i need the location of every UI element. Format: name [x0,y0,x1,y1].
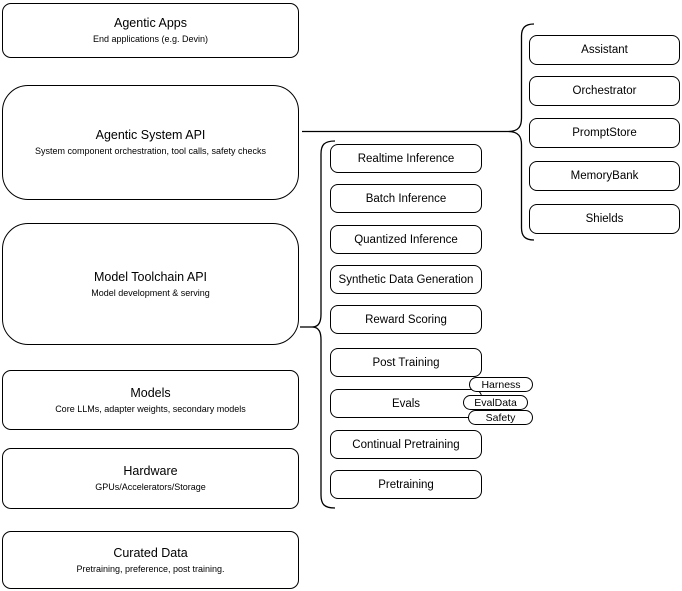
node-subtitle: GPUs/Accelerators/Storage [95,482,206,492]
node-title: Hardware [123,464,178,478]
node-pretraining: Pretraining [330,470,482,499]
toolchain-bracket [311,140,336,509]
node-assistant: Assistant [529,35,680,65]
tag-evaldata: EvalData [463,395,528,410]
node-title: Agentic System API [95,128,206,142]
node-reward-scoring: Reward Scoring [330,305,482,334]
node-memorybank: MemoryBank [529,161,680,191]
node-evals: Evals [330,389,482,418]
node-models: Models Core LLMs, adapter weights, secon… [2,370,299,430]
node-orchestrator: Orchestrator [529,76,680,106]
node-promptstore: PromptStore [529,118,680,148]
tag-safety: Safety [468,410,533,425]
node-curated-data: Curated Data Pretraining, preference, po… [2,531,299,589]
system-bracket [507,23,535,241]
node-title: Curated Data [113,545,188,560]
node-realtime-inference: Realtime Inference [330,144,482,173]
node-model-toolchain-api: Model Toolchain API Model development & … [2,223,299,345]
node-agentic-system-api: Agentic System API System component orch… [2,85,299,200]
tag-harness: Harness [469,377,533,392]
node-title: Agentic Apps [114,16,187,30]
node-subtitle: Pretraining, preference, post training. [76,563,225,574]
node-title: Model Toolchain API [93,269,208,284]
node-synthetic-data-generation: Synthetic Data Generation [330,265,482,294]
node-shields: Shields [529,204,680,234]
node-subtitle: Core LLMs, adapter weights, secondary mo… [55,403,246,414]
node-subtitle: System component orchestration, tool cal… [34,146,267,156]
node-subtitle: Model development & serving [91,287,210,298]
node-hardware: Hardware GPUs/Accelerators/Storage [2,448,299,509]
node-batch-inference: Batch Inference [330,184,482,213]
node-title: Models [130,385,171,400]
node-quantized-inference: Quantized Inference [330,225,482,254]
node-post-training: Post Training [330,348,482,377]
node-subtitle: End applications (e.g. Devin) [92,34,209,44]
node-continual-pretraining: Continual Pretraining [330,430,482,459]
node-agentic-apps: Agentic Apps End applications (e.g. Devi… [2,3,299,58]
